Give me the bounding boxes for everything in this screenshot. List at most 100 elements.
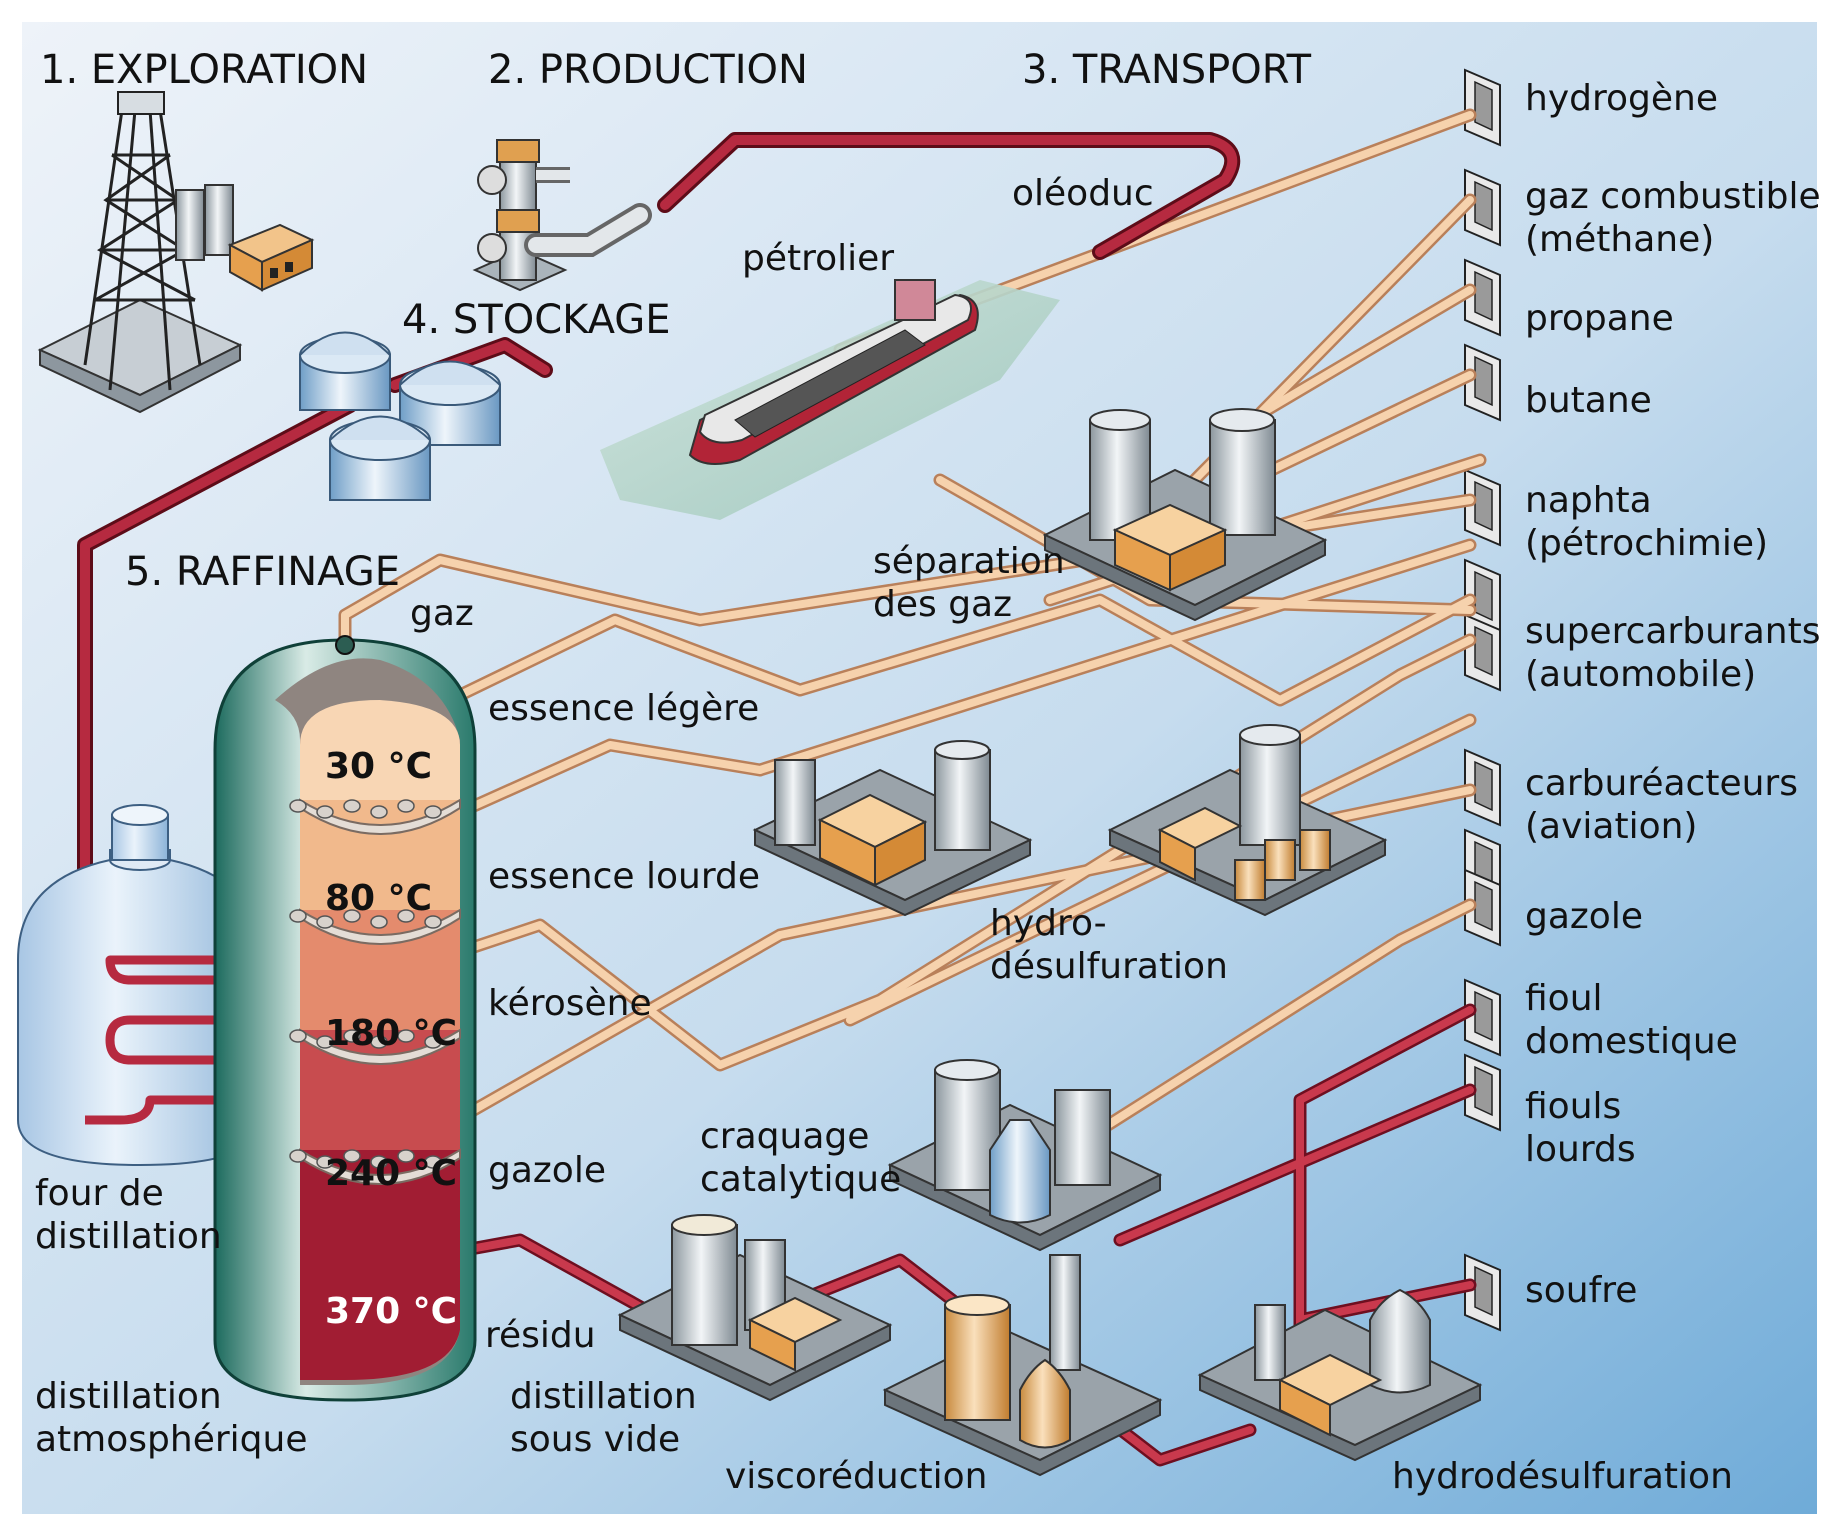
temperature-1: 30 °C	[325, 746, 432, 787]
bubble-cap	[316, 915, 334, 929]
bubble-cap	[316, 1035, 334, 1049]
product-outlets	[1464, 68, 1501, 1332]
product-butane: butane	[1525, 380, 1652, 421]
bubble-cap	[397, 1149, 415, 1163]
outlet-socket	[1464, 343, 1501, 422]
bubble-cap	[343, 1149, 361, 1163]
label-craquage-1: craquage	[700, 1116, 869, 1157]
label-craquage-2: catalytique	[700, 1159, 901, 1200]
bubble-cap	[343, 909, 361, 923]
label-four-1: four de	[35, 1173, 164, 1214]
temperature-5: 370 °C	[325, 1291, 457, 1332]
product-fioul-domestique-2: domestique	[1525, 1021, 1738, 1062]
bubble-cap	[424, 915, 442, 929]
stage-transport: 3. TRANSPORT	[1022, 47, 1312, 93]
drilling-derrick	[37, 91, 315, 414]
bubble-cap	[289, 1029, 307, 1043]
fraction-gaz: gaz	[410, 593, 474, 634]
fraction-residu: résidu	[485, 1315, 596, 1356]
label-atmo-2: atmosphérique	[35, 1419, 307, 1460]
label-four-2: distillation	[35, 1216, 222, 1257]
vacuum-distillation-unit	[617, 1214, 893, 1402]
bubble-cap	[397, 1029, 415, 1043]
stage-exploration: 1. EXPLORATION	[40, 47, 368, 93]
outlet-socket	[1464, 558, 1501, 637]
oil-tanker	[600, 279, 1060, 520]
temperature-4: 240 °C	[325, 1153, 457, 1194]
fraction-essence-lourde: essence lourde	[488, 856, 760, 897]
label-visco: viscoréduction	[725, 1456, 987, 1497]
fraction-kerosene: kérosène	[488, 983, 652, 1024]
label-vide-1: distillation	[510, 1376, 697, 1417]
bubble-cap	[289, 799, 307, 813]
bubble-cap	[370, 1155, 388, 1169]
visbreaking-unit	[882, 1254, 1163, 1477]
hydrodesulfuration-unit-2	[1197, 1288, 1483, 1462]
product-fiouls-lourds: fiouls	[1525, 1086, 1621, 1127]
stage-production: 2. PRODUCTION	[488, 47, 808, 93]
outlet-socket	[1464, 613, 1501, 692]
bubble-cap	[316, 805, 334, 819]
label-hydro2: hydrodésulfuration	[1392, 1456, 1733, 1497]
fraction-essence-legere: essence légère	[488, 688, 759, 729]
product-naphta: naphta	[1525, 480, 1652, 521]
product-soufre: soufre	[1525, 1270, 1637, 1311]
label-petrolier: pétrolier	[742, 238, 894, 279]
product-carbureacteurs-note: (aviation)	[1525, 806, 1697, 847]
bubble-cap	[289, 1149, 307, 1163]
product-gaz-combustible-note: (méthane)	[1525, 219, 1714, 260]
storage-tanks	[299, 331, 501, 501]
bubble-cap	[424, 805, 442, 819]
product-gazole: gazole	[1525, 896, 1643, 937]
product-labels: hydrogène gaz combustible (méthane) prop…	[1525, 78, 1821, 1311]
label-oleoduc: oléoduc	[1012, 173, 1154, 214]
outlet-socket	[1464, 978, 1501, 1057]
refinery-labels: four de distillation distillation atmosp…	[35, 541, 1733, 1497]
fraction-labels: gaz essence légère essence lourde kérosè…	[410, 593, 760, 1356]
stage-raffinage: 5. RAFFINAGE	[125, 549, 400, 595]
outlet-socket	[1464, 168, 1501, 247]
outlet-socket	[1464, 748, 1501, 827]
gas-separation-unit	[1042, 408, 1328, 622]
bubble-cap	[397, 909, 415, 923]
wellhead	[472, 139, 652, 292]
product-fiouls-lourds-2: lourds	[1525, 1129, 1636, 1170]
bubble-cap	[370, 915, 388, 929]
label-separation-1: séparation	[873, 541, 1065, 582]
bubble-cap	[424, 1035, 442, 1049]
transport-labels: oléoduc pétrolier	[742, 173, 1154, 279]
product-propane: propane	[1525, 298, 1674, 339]
label-separation-2: des gaz	[873, 584, 1012, 625]
label-atmo-1: distillation	[35, 1376, 222, 1417]
bubble-cap	[397, 799, 415, 813]
bubble-cap	[370, 1035, 388, 1049]
outlet-socket	[1464, 468, 1501, 547]
outlet-socket	[1464, 1253, 1501, 1332]
product-fioul-domestique: fioul	[1525, 978, 1603, 1019]
bubble-cap	[289, 909, 307, 923]
bubble-cap	[424, 1155, 442, 1169]
catalytic-cracking-unit	[887, 1059, 1163, 1252]
label-vide-2: sous vide	[510, 1419, 680, 1460]
stage-titles: 1. EXPLORATION 2. PRODUCTION 3. TRANSPOR…	[40, 47, 1312, 595]
bubble-cap	[343, 799, 361, 813]
product-naphta-note: (pétrochimie)	[1525, 523, 1768, 564]
hydrodesulfuration-unit-1	[1107, 724, 1388, 917]
product-gaz-combustible: gaz combustible	[1525, 176, 1821, 217]
gas-separation-unit-2	[752, 740, 1033, 917]
temperature-3: 180 °C	[325, 1013, 457, 1054]
product-supercarburants-note: (automobile)	[1525, 654, 1756, 695]
product-supercarburants: supercarburants	[1525, 611, 1820, 652]
temperature-2: 80 °C	[325, 878, 432, 919]
label-hydro1-1: hydro-	[990, 903, 1107, 944]
fraction-gazole: gazole	[488, 1150, 606, 1191]
outlet-socket	[1464, 258, 1501, 337]
bubble-cap	[343, 1029, 361, 1043]
bubble-cap	[370, 805, 388, 819]
bubble-cap	[316, 1155, 334, 1169]
distillation-column	[213, 635, 477, 1402]
product-hydrogene: hydrogène	[1525, 78, 1718, 119]
column-temperatures: 30 °C 80 °C 180 °C 240 °C 370 °C	[325, 746, 457, 1332]
product-carbureacteurs: carburéacteurs	[1525, 763, 1798, 804]
